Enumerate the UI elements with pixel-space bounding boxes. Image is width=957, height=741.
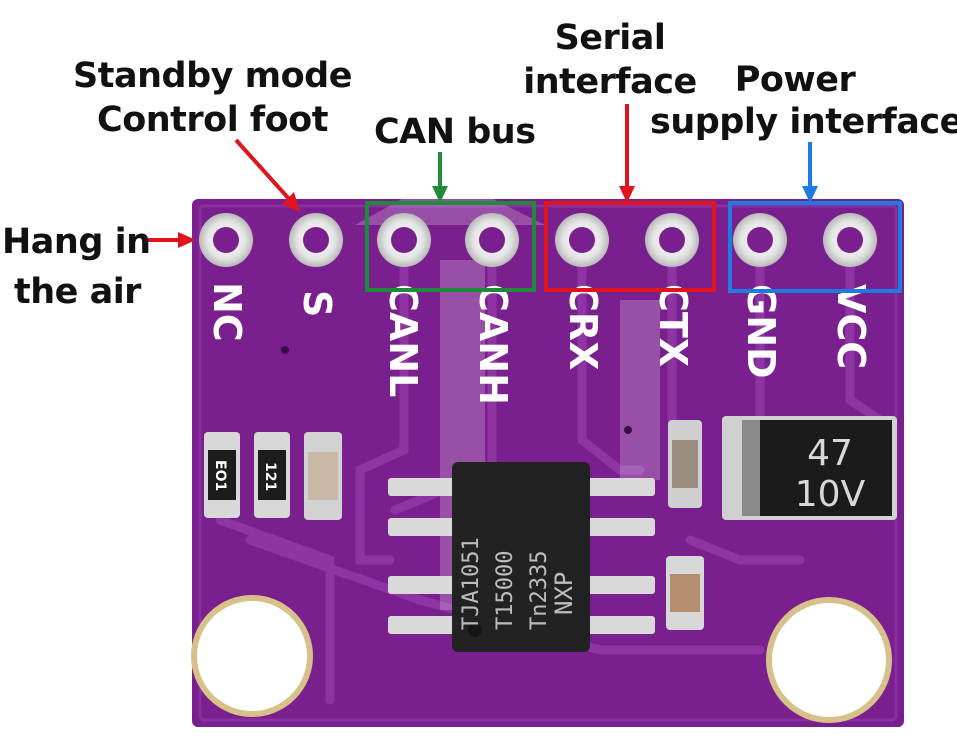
capacitor-small-2 <box>668 420 702 508</box>
power-label-line2: supply interface <box>650 102 957 142</box>
pin-pads <box>199 213 877 267</box>
power-label-line1: Power <box>734 60 856 100</box>
pin-label-canh: CANH <box>471 284 515 405</box>
serial-label-line2: interface <box>523 62 697 102</box>
pin-label-s: S <box>295 290 339 317</box>
arrow-can <box>432 152 448 203</box>
resistor-eo1: EO1 <box>204 432 240 518</box>
can-bus-box <box>365 201 536 292</box>
standby-label-line2: Control foot <box>97 100 328 140</box>
ic-line-1: TJA1051 <box>459 537 484 630</box>
hang-label-line2: the air <box>14 272 141 312</box>
tantalum-capacitor: 47 10V <box>722 416 897 520</box>
ic-logo: NXP <box>550 572 578 615</box>
arrow-serial <box>619 104 635 203</box>
pin-label-gnd: GND <box>739 284 783 379</box>
pin-label-vcc: VCC <box>829 284 873 369</box>
serial-label-line1: Serial <box>554 18 666 58</box>
hang-label-line1: Hang in <box>2 222 151 262</box>
capacitor-small-1 <box>304 432 342 520</box>
ic-chip <box>452 462 590 652</box>
power-interface-box <box>728 201 902 293</box>
capacitor-small-3 <box>666 556 704 630</box>
capacitor-value: 47 <box>807 433 853 474</box>
arrow-hang <box>142 232 196 248</box>
standby-label-line1: Standby mode <box>73 56 352 96</box>
pin-label-ctx: CTX <box>651 284 695 367</box>
serial-interface-box <box>544 201 716 292</box>
mount-hole-left <box>191 595 313 717</box>
ic-line-3: Tn2335 <box>527 551 552 630</box>
arrow-standby <box>234 138 300 212</box>
can-bus-label: CAN bus <box>374 112 536 152</box>
resistor-121: 121 <box>254 432 290 518</box>
resistor-label-121: 121 <box>262 462 278 491</box>
ic-line-2: T15000 <box>493 551 518 630</box>
pin-label-canl: CANL <box>381 284 425 397</box>
pin-label-crx: CRX <box>561 284 605 370</box>
capacitor-voltage: 10V <box>795 474 866 515</box>
mount-hole-right <box>766 597 892 723</box>
resistor-label-eo1: EO1 <box>212 460 228 491</box>
arrow-power <box>802 142 818 203</box>
pin-label-nc: NC <box>205 282 249 342</box>
